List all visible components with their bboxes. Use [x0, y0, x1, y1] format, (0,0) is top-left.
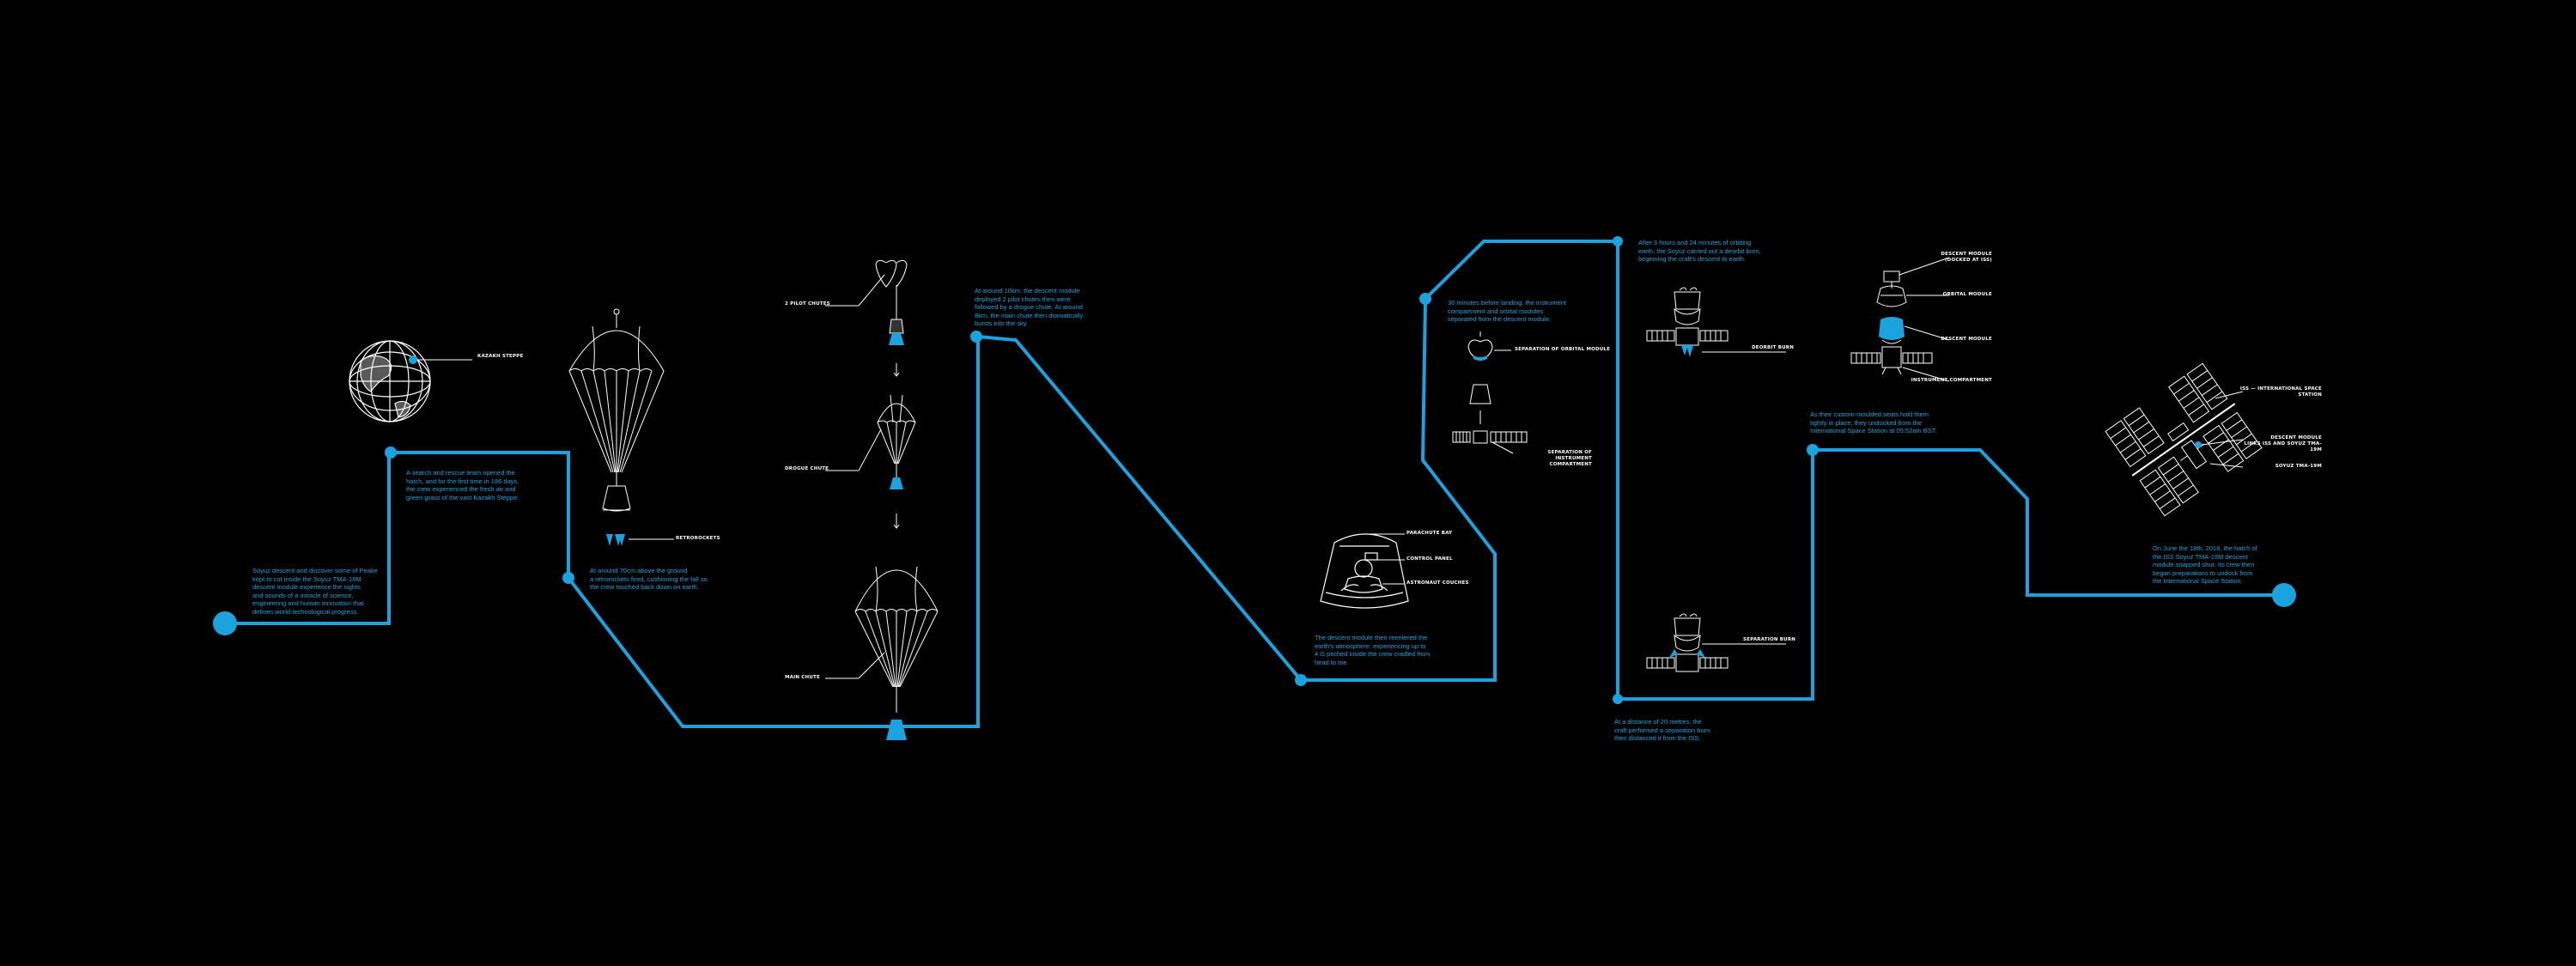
label-deorbit-burn: DEORBIT BURN [1752, 345, 1795, 350]
docked-soyuz-illustration [1850, 270, 1933, 375]
timeline-node [1419, 293, 1431, 305]
pilot-chutes-illustration [875, 259, 908, 334]
pointer-line [1492, 441, 1514, 454]
timeline-path [225, 240, 2284, 728]
orbital-module-fill-icon [1473, 355, 1487, 361]
label-separation-instrument: SEPARATION OF INSTRUMENT COMPARTMENT [1547, 450, 1592, 467]
landing-parachute-illustration [568, 308, 665, 512]
pointer-line [1899, 257, 1950, 276]
label-descent-module: DESCENT MODULE [1941, 337, 1992, 342]
label-separation-burn: SEPARATION BURN [1743, 637, 1796, 642]
descent-module-interior-illustration [1320, 533, 1409, 609]
caption-deorbit-burn: After 3 hours and 24 minutes of orbiting… [1638, 239, 1761, 263]
label-parachute-bay: PARACHUTE BAY [1406, 531, 1453, 536]
timeline-start-node [213, 611, 237, 635]
caption-retrorockets: At around 70cm above the ground a retror… [590, 567, 708, 591]
caption-reentry: The descent module then reentered the ea… [1315, 634, 1431, 666]
caption-module-separation: 30 minutes before landing, the instrumen… [1448, 299, 1566, 323]
pointer-line [1904, 325, 1950, 341]
separation-burn-illustration [1646, 613, 1728, 672]
descent-capsule-icon [886, 720, 907, 740]
pointer-line [1902, 367, 1950, 382]
deorbit-burn-illustration [1646, 287, 1728, 346]
label-orbital-module: ORBITAL MODULE [1942, 292, 1992, 297]
label-pilot-chutes: 2 PILOT CHUTES [785, 301, 830, 307]
label-iss: ISS — INTERNATIONAL SPACE STATION [2239, 386, 2322, 398]
pointer-line [2201, 439, 2244, 446]
caption-separation-burn: At a distance of 20 metres, the craft pe… [1614, 718, 1710, 742]
caption-hatch-shut: On June the 18th, 2016, the hatch of the… [2153, 544, 2257, 585]
label-separation-orbital: SEPARATION OF ORBITAL MODULE [1515, 347, 1611, 352]
label-astronaut-couches: ASTRONAUT COUCHES [1406, 580, 1469, 586]
caption-intro: Soyuz descent and discover some of Peake… [252, 567, 378, 616]
label-descent-docked: DESCENT MODULE (DOCKED AT ISS) [1941, 252, 1992, 263]
timeline-node [1807, 444, 1819, 456]
label-drogue-chute: DROGUE CHUTE [785, 466, 829, 471]
label-control-panel: CONTROL PANEL [1406, 556, 1453, 562]
main-chute-illustration [854, 566, 939, 713]
timeline-node [1613, 694, 1623, 704]
drogue-chute-illustration [877, 394, 916, 477]
label-soyuz: SOYUZ TMA-19M [2275, 464, 2322, 469]
kazakh-steppe-marker [409, 355, 417, 364]
label-instrument-compartment: INSTRUMENT COMPARTMENT [1911, 378, 1992, 383]
timeline-node [970, 331, 982, 343]
timeline-node [1613, 236, 1623, 246]
docked-descent-module-marker [2195, 441, 2202, 448]
descent-capsule-icon [890, 477, 903, 489]
pointer-line [2215, 391, 2244, 399]
caption-undocking: As their custom-moulded seats hold them … [1810, 410, 1937, 434]
timeline-node [562, 572, 574, 584]
pointer-line [2209, 463, 2244, 468]
caption-chute-deploy: At around 10km, the descent module deplo… [975, 287, 1084, 327]
timeline-node [1295, 674, 1307, 686]
descent-capsule-icon [889, 333, 904, 345]
label-main-chute: MAIN CHUTE [785, 675, 820, 680]
globe-illustration [349, 340, 431, 422]
timeline-end-node [2272, 583, 2296, 607]
separation-flame-icon [1669, 649, 1705, 658]
label-kazakh-steppe: KAZAKH STEPPE [477, 354, 524, 359]
label-retrorockets: RETROROCKETS [676, 536, 720, 541]
caption-hatch-opened: A search and rescue team opened the hatc… [406, 469, 519, 501]
descent-module-fill-icon [1879, 317, 1905, 340]
deorbit-flame-icon [1681, 345, 1693, 357]
label-descent-links: DESCENT MODULE LINKS ISS AND SOYUZ TMA-1… [2244, 435, 2322, 453]
retrorocket-flame-icon [606, 534, 622, 546]
timeline-node [385, 447, 397, 459]
